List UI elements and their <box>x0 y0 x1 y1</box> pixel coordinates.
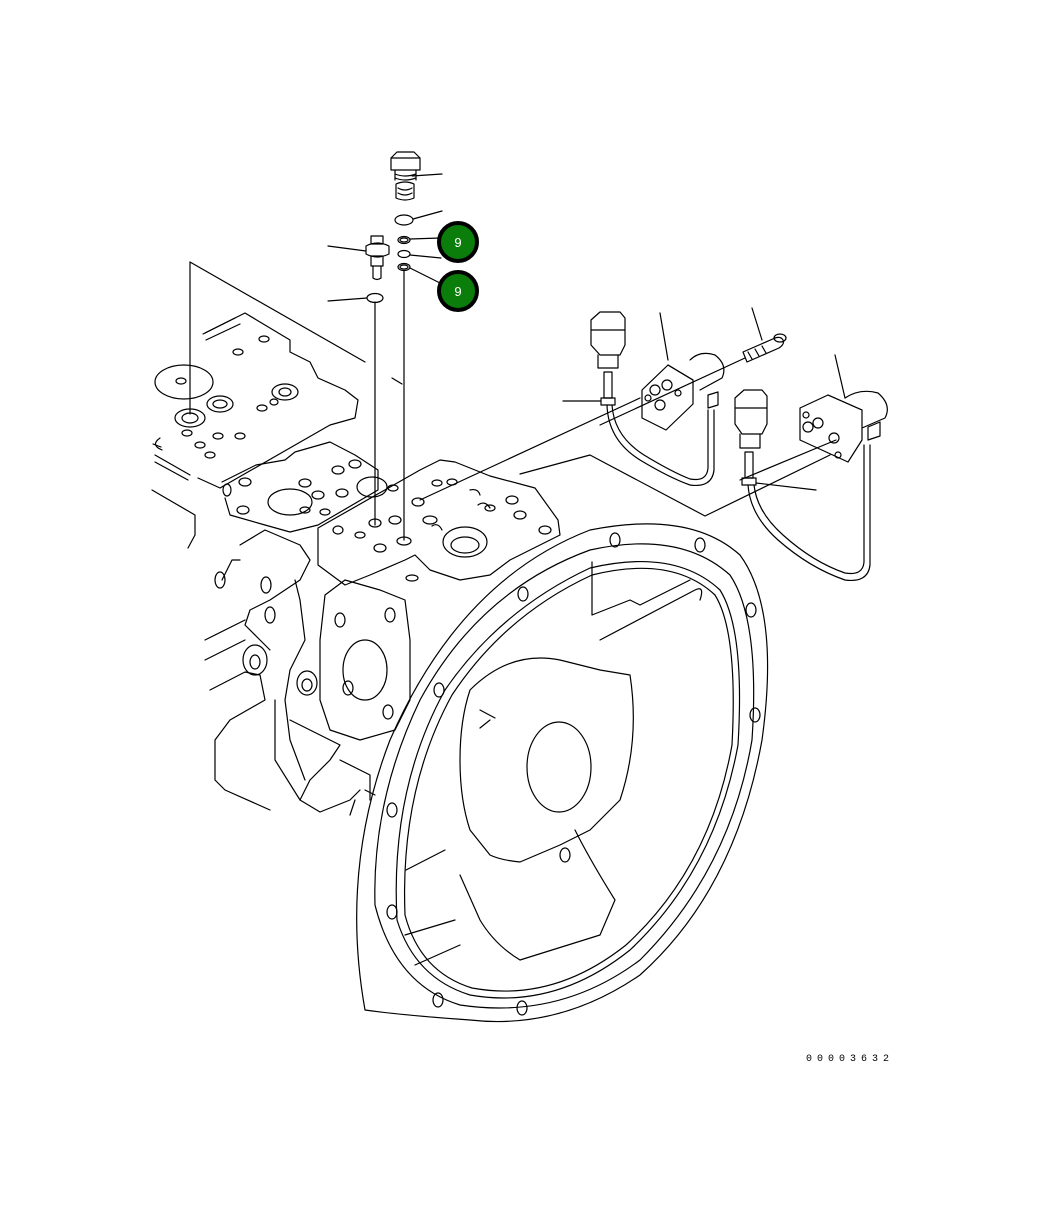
mounting-bolt[interactable] <box>743 334 786 362</box>
pump-body[interactable] <box>152 313 560 815</box>
solenoid-valve-2[interactable] <box>800 391 887 462</box>
center-line <box>600 358 745 425</box>
callout-badge[interactable]: 9 <box>437 270 479 312</box>
o-ring-small-1[interactable] <box>398 237 410 244</box>
leader-line <box>413 211 442 219</box>
solenoid-valve-1[interactable] <box>642 353 724 430</box>
callout-number: 9 <box>454 283 462 299</box>
o-ring-small-2[interactable] <box>398 251 410 258</box>
connector-1[interactable] <box>591 312 625 405</box>
center-line <box>740 440 836 480</box>
leader-line <box>756 483 816 490</box>
leader-line <box>328 246 366 251</box>
phantom-line <box>420 398 830 516</box>
leader-line <box>410 238 440 239</box>
callout-number: 9 <box>454 234 462 250</box>
plug-bolt[interactable] <box>391 152 420 200</box>
fitting-union[interactable] <box>366 236 389 280</box>
phantom-line <box>190 262 402 414</box>
leader-line <box>410 268 440 283</box>
o-ring-large[interactable] <box>395 215 413 225</box>
flywheel-housing[interactable] <box>357 524 768 1022</box>
wire-harness <box>748 445 870 580</box>
leader-line <box>412 174 442 176</box>
figure-id: 00003632 <box>806 1054 895 1065</box>
leader-line <box>328 298 367 301</box>
wire-harness <box>607 405 714 485</box>
o-ring-seat[interactable] <box>367 294 383 303</box>
leader-line <box>752 308 762 340</box>
leader-line <box>835 355 845 398</box>
callout-badge[interactable]: 9 <box>437 221 479 263</box>
leader-line <box>660 313 668 360</box>
leader-line <box>410 255 441 258</box>
connector-2[interactable] <box>735 390 767 485</box>
